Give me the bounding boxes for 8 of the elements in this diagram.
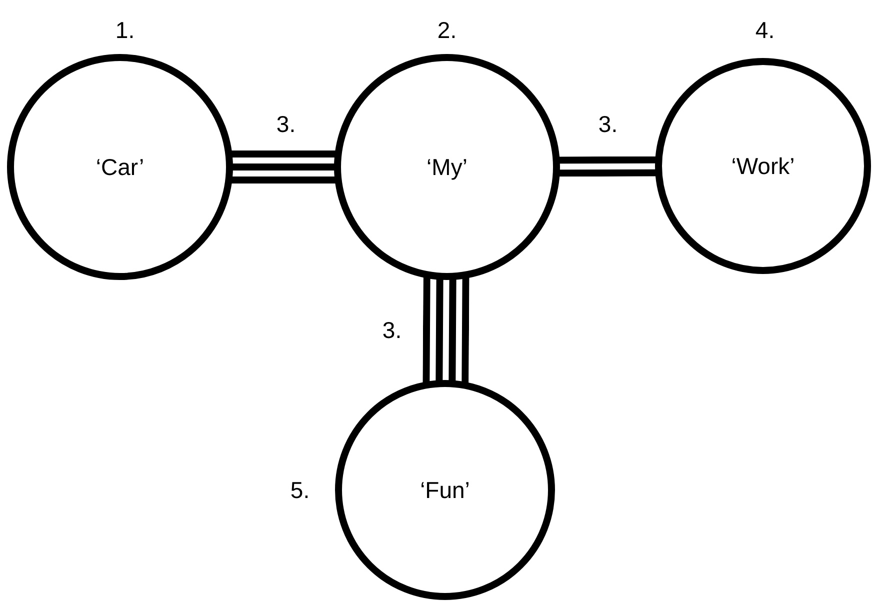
node-label: ‘Fun’ (420, 476, 470, 505)
number-label: 2. (437, 16, 457, 45)
number-label: 1. (115, 16, 135, 45)
number-label: 4. (755, 16, 775, 45)
node-label: ‘My’ (426, 152, 468, 182)
number-label: 5. (290, 476, 310, 505)
node-label: ‘Car’ (96, 152, 144, 182)
node-label: ‘Work’ (731, 152, 795, 181)
